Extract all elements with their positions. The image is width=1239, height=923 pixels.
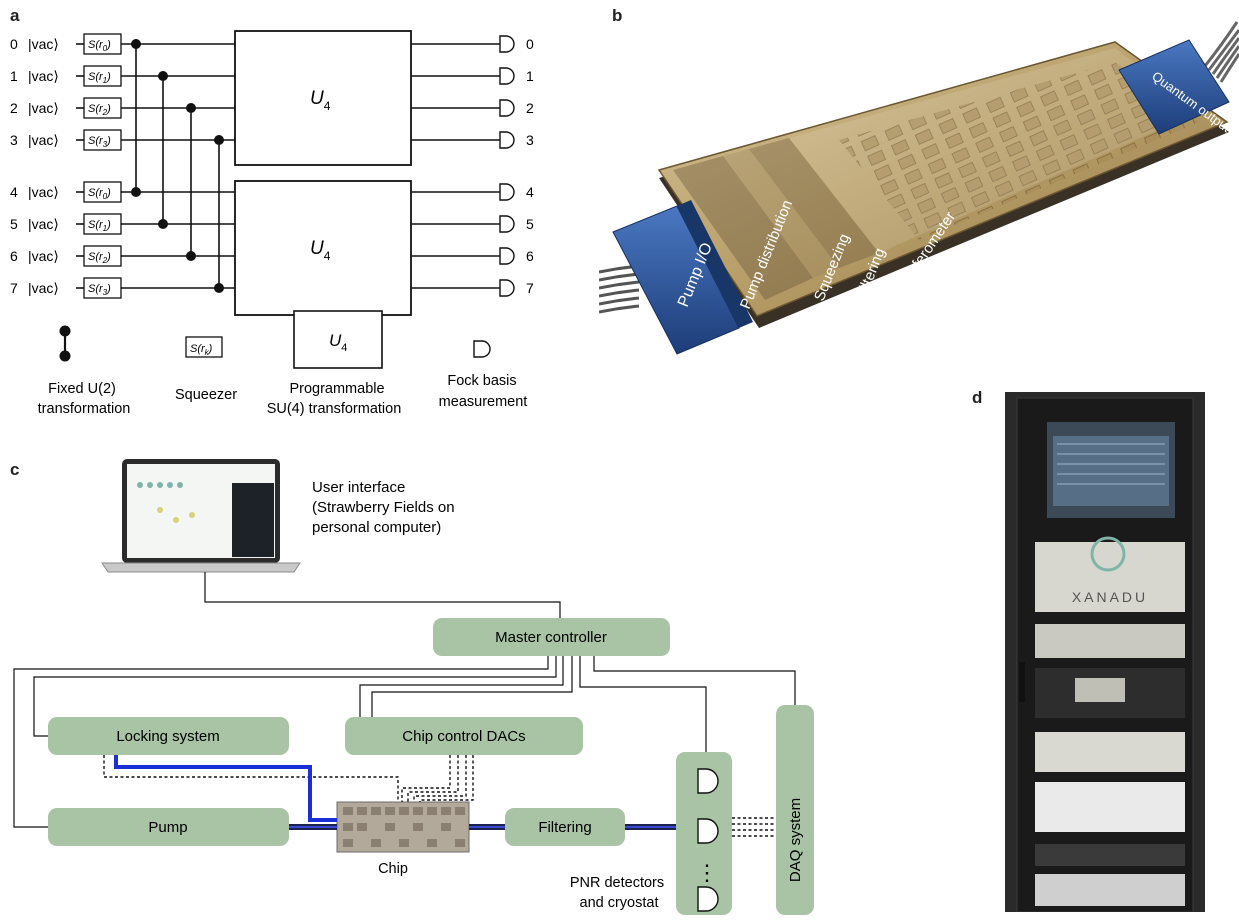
legend-fixed-line1: Fixed U(2) xyxy=(48,381,116,397)
master-controller-label: Master controller xyxy=(495,629,607,646)
mode-0-detector xyxy=(500,36,514,52)
coupler-1-dot-top xyxy=(158,71,168,81)
rack-photo: XANADU xyxy=(1005,392,1205,912)
daq-system-label: DAQ system xyxy=(787,798,804,882)
coupler-0-dot-top xyxy=(131,39,141,49)
fiber-bundle-left xyxy=(599,266,639,312)
laptop-icon xyxy=(102,459,300,572)
mode-2-detector xyxy=(500,100,514,116)
mode-7-index: 7 xyxy=(10,280,18,296)
mode-7-vac-label: |vac⟩ xyxy=(28,280,59,296)
chip-label: Chip xyxy=(378,861,408,877)
mode-3-vac-label: |vac⟩ xyxy=(28,132,59,148)
legend-detector-symbol xyxy=(474,341,490,357)
mode-1-index: 1 xyxy=(10,68,18,84)
legend-squeezer-label: Squeezer xyxy=(175,387,237,403)
mode-1-squeezer-label: S(r1) xyxy=(88,71,111,85)
coupler-0-dot-bottom xyxy=(131,187,141,197)
mode-2-vac-label: |vac⟩ xyxy=(28,100,59,116)
mode-0-squeezer-label: S(r0) xyxy=(88,39,111,53)
chip-render: Pump I/O Quantum output Pump distributio… xyxy=(599,10,1239,380)
legend-squeezer-symbol-text: S(rk) xyxy=(190,343,213,357)
coupler-2-dot-bottom xyxy=(186,251,196,261)
mode-6-index: 6 xyxy=(10,248,18,264)
locking-system-label: Locking system xyxy=(116,728,219,745)
mode-3-detector xyxy=(500,132,514,148)
mode-4-output-index: 4 xyxy=(526,184,534,200)
mode-7-squeezer-label: S(r3) xyxy=(88,283,111,297)
ui-line2: (Strawberry Fields on xyxy=(312,499,455,516)
mode-2-index: 2 xyxy=(10,100,18,116)
mode-5-index: 5 xyxy=(10,216,18,232)
legend-fixed-line2: transformation xyxy=(38,401,131,417)
legend-prog-line1: Programmable xyxy=(289,381,384,397)
mode-5-squeezer-label: S(r1) xyxy=(88,219,111,233)
mode-2-squeezer-label: S(r2) xyxy=(88,103,111,117)
mode-7-output-index: 7 xyxy=(526,280,534,296)
ui-line1: User interface xyxy=(312,479,405,496)
mode-5-vac-label: |vac⟩ xyxy=(28,216,59,232)
coupler-3-dot-bottom xyxy=(214,283,224,293)
mode-4-index: 4 xyxy=(10,184,18,200)
ui-line3: personal computer) xyxy=(312,519,441,536)
network-switch xyxy=(1035,844,1185,866)
mode-0-index: 0 xyxy=(10,36,18,52)
panel-label-d: d xyxy=(972,388,982,408)
legend-fock-line2: measurement xyxy=(439,394,528,410)
mode-6-vac-label: |vac⟩ xyxy=(28,248,59,264)
mode-0-vac-label: |vac⟩ xyxy=(28,36,59,52)
mode-6-detector xyxy=(500,248,514,264)
mode-3-output-index: 3 xyxy=(526,132,534,148)
legend-prog-line2: SU(4) transformation xyxy=(267,401,402,417)
mode-0-output-index: 0 xyxy=(526,36,534,52)
rack-unit-1 xyxy=(1035,624,1185,658)
coupler-1-dot-bottom xyxy=(158,219,168,229)
mode-4-detector xyxy=(500,184,514,200)
mode-2-output-index: 2 xyxy=(526,100,534,116)
rack-unit-5 xyxy=(1035,874,1185,906)
mode-4-vac-label: |vac⟩ xyxy=(28,184,59,200)
chip-icon xyxy=(337,802,469,852)
pump-label: Pump xyxy=(148,819,187,836)
rack-logo-text: XANADU xyxy=(1072,589,1148,605)
circuit-diagram: 0 |vac⟩ S(r0) 0 1 |vac⟩ S(r1) 1 2 |vac⟩ S(r2) 2 3 |va… xyxy=(0,0,600,440)
coupler-3-dot-top xyxy=(214,135,224,145)
mode-6-output-index: 6 xyxy=(526,248,534,264)
mode-1-output-index: 1 xyxy=(526,68,534,84)
mode-3-squeezer-label: S(r3) xyxy=(88,135,111,149)
coupler-2-dot-top xyxy=(186,103,196,113)
mode-7-detector xyxy=(500,280,514,296)
rack-unit-4 xyxy=(1035,782,1185,832)
mode-3-index: 3 xyxy=(10,132,18,148)
detector-ellipsis: ⋮ xyxy=(696,860,718,885)
link-laptop-master xyxy=(205,572,560,618)
mode-1-vac-label: |vac⟩ xyxy=(28,68,59,84)
filtering-label: Filtering xyxy=(538,819,591,836)
legend-fixed-u2-symbol xyxy=(60,326,71,362)
mode-6-squeezer-label: S(r2) xyxy=(88,251,111,265)
mode-4-squeezer-label: S(r0) xyxy=(88,187,111,201)
rack-unit-3 xyxy=(1035,732,1185,772)
mode-5-output-index: 5 xyxy=(526,216,534,232)
legend-fock-line1: Fock basis xyxy=(447,373,516,389)
mode-5-detector xyxy=(500,216,514,232)
chip-control-label: Chip control DACs xyxy=(402,728,525,745)
mode-1-detector xyxy=(500,68,514,84)
rack-door-handle xyxy=(1019,662,1025,702)
pnr-line2: and cryostat xyxy=(580,895,659,911)
pnr-line1: PNR detectors xyxy=(570,875,664,891)
system-diagram: User interface (Strawberry Fields on per… xyxy=(0,455,860,915)
